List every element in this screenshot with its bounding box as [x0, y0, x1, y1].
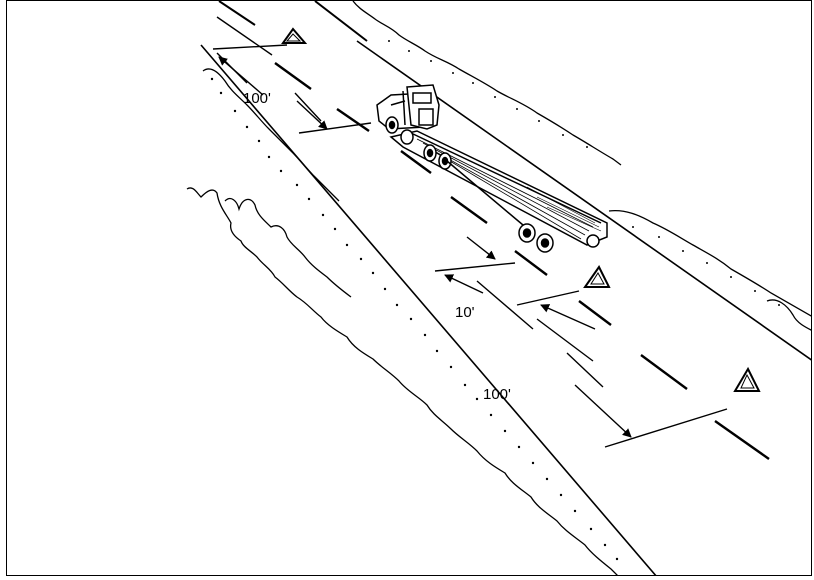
center-line-top [216, 16, 273, 56]
diagram-frame: 100' 10' 100' [6, 0, 812, 576]
warning-triangles [281, 27, 761, 392]
warning-triangle-icon [583, 265, 611, 288]
truck-icon [376, 84, 608, 253]
arrow-icon [296, 100, 328, 130]
arrow-icon [540, 304, 596, 330]
brush-icon [352, 1, 622, 166]
brush-icon [224, 197, 352, 298]
direction-arrows [218, 56, 632, 438]
gravel-dots [210, 40, 780, 561]
arrow-icon [574, 384, 632, 438]
warning-triangle-icon [733, 366, 761, 392]
brush-icon [186, 187, 618, 575]
road-left-edge [200, 44, 657, 575]
middle-distance-label: 10' [455, 304, 475, 321]
upper-distance-label: 100' [243, 90, 271, 107]
arrow-icon [218, 56, 264, 96]
road-edges [200, 1, 811, 575]
brush-icon [608, 209, 811, 317]
warning-triangle-icon [281, 27, 308, 44]
lower-distance-label: 100' [483, 386, 511, 403]
brush-icon [766, 299, 811, 331]
arrow-icon [466, 236, 496, 260]
highway-warning-triangle-diagram: 100' 10' 100' [186, 1, 811, 575]
distance-labels: 100' 10' 100' [243, 90, 511, 403]
lane-dashes [274, 62, 770, 460]
roadside-brush [186, 1, 811, 575]
brush-icon [202, 68, 340, 202]
arrow-icon [444, 274, 484, 294]
